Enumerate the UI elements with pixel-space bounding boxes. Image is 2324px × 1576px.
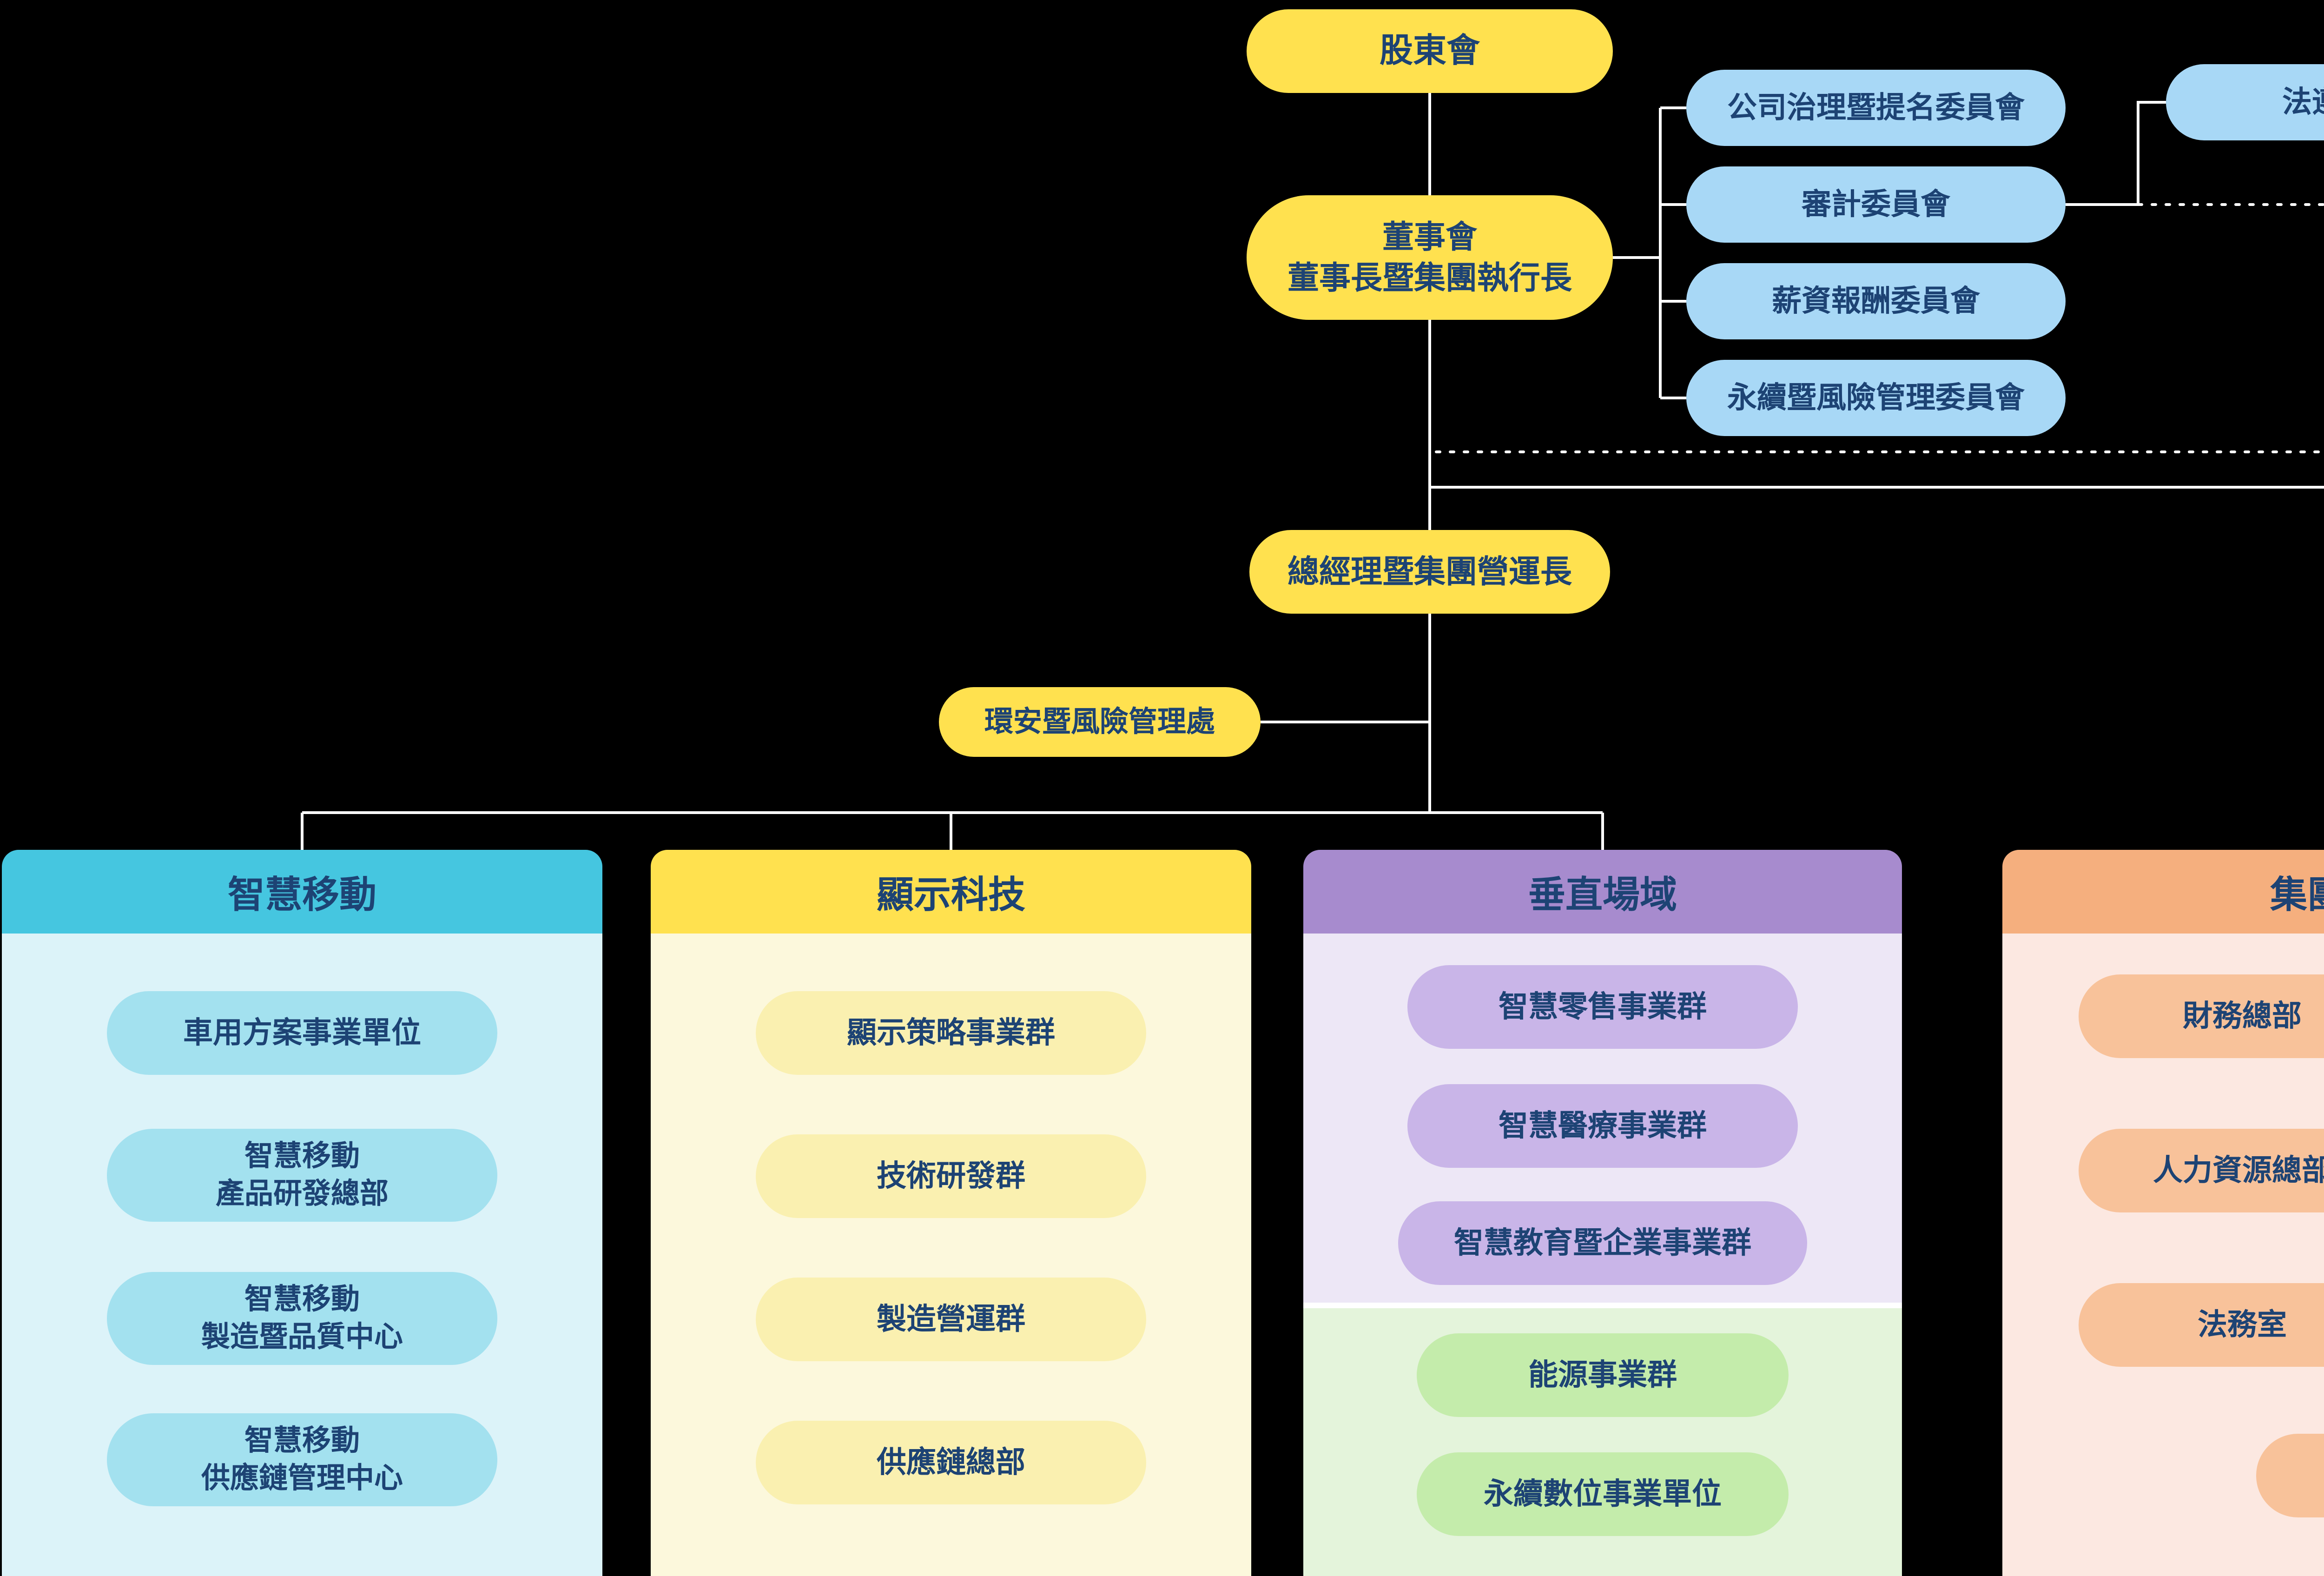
- group-header-display-technology: 顯示科技: [651, 850, 1251, 934]
- group-card-smart-mobility: 智慧移動 車用方案事業單位 智慧移動 產品研發總部 智慧移動 製造暨品質中心 智…: [2, 850, 602, 1576]
- unit-manufacturing-operations-group: 製造營運群: [756, 1278, 1146, 1361]
- unit-technology-rd-group: 技術研發群: [756, 1134, 1146, 1218]
- section-divider: [1303, 1303, 1902, 1308]
- group-header-vertical-domains: 垂直場域: [1303, 850, 1902, 934]
- unit-smart-education-enterprise-bg: 智慧教育暨企業事業群: [1398, 1201, 1807, 1285]
- unit-energy-bg: 能源事業群: [1417, 1333, 1789, 1417]
- node-committee-sustainability-risk: 永續暨風險管理委員會: [1686, 360, 2066, 436]
- unit-sustainable-digital-bu: 永續數位事業單位: [1417, 1452, 1789, 1536]
- unit-finance-hq: 財務總部: [2079, 974, 2324, 1058]
- unit-mobility-supply-chain-center: 智慧移動 供應鏈管理中心: [107, 1413, 497, 1506]
- unit-mobility-product-rd-hq: 智慧移動 產品研發總部: [107, 1129, 497, 1222]
- unit-smart-healthcare-bg: 智慧醫療事業群: [1407, 1084, 1798, 1168]
- group-card-operations-support: 集團營運支援單位 財務總部 人力資源總部 法務室 數位技術發展總部 永續發展總部…: [2002, 850, 2324, 1576]
- unit-mobility-mfg-quality-center: 智慧移動 製造暨品質中心: [107, 1272, 497, 1365]
- node-board-of-directors: 董事會 董事長暨集團執行長: [1247, 195, 1613, 320]
- unit-legal-office: 法務室: [2079, 1283, 2324, 1367]
- node-chief-compliance-advisor: 法遵總顧問: [2166, 64, 2324, 140]
- group-header-operations-support: 集團營運支援單位: [2002, 850, 2324, 934]
- node-shareholders-meeting: 股東會: [1247, 9, 1613, 93]
- unit-human-resources-hq: 人力資源總部: [2079, 1129, 2324, 1212]
- node-committee-compensation: 薪資報酬委員會: [1686, 263, 2066, 339]
- unit-smart-retail-bg: 智慧零售事業群: [1407, 965, 1798, 1049]
- unit-audit-management-office: 稽核管理處: [2256, 1434, 2324, 1517]
- group-card-vertical-domains: 垂直場域 智慧零售事業群 智慧醫療事業群 智慧教育暨企業事業群 能源事業群 永續…: [1303, 850, 1902, 1576]
- unit-automotive-solutions: 車用方案事業單位: [107, 991, 497, 1075]
- group-header-smart-mobility: 智慧移動: [2, 850, 602, 934]
- node-president-group-coo: 總經理暨集團營運長: [1249, 530, 1610, 614]
- group-card-display-technology: 顯示科技 顯示策略事業群 技術研發群 製造營運群 供應鏈總部: [651, 850, 1251, 1576]
- node-ehs-risk-management: 環安暨風險管理處: [939, 687, 1261, 757]
- unit-display-strategy-bg: 顯示策略事業群: [756, 991, 1146, 1075]
- node-committee-audit: 審計委員會: [1686, 166, 2066, 243]
- node-committee-governance-nomination: 公司治理暨提名委員會: [1686, 70, 2066, 146]
- unit-supply-chain-hq: 供應鏈總部: [756, 1421, 1146, 1504]
